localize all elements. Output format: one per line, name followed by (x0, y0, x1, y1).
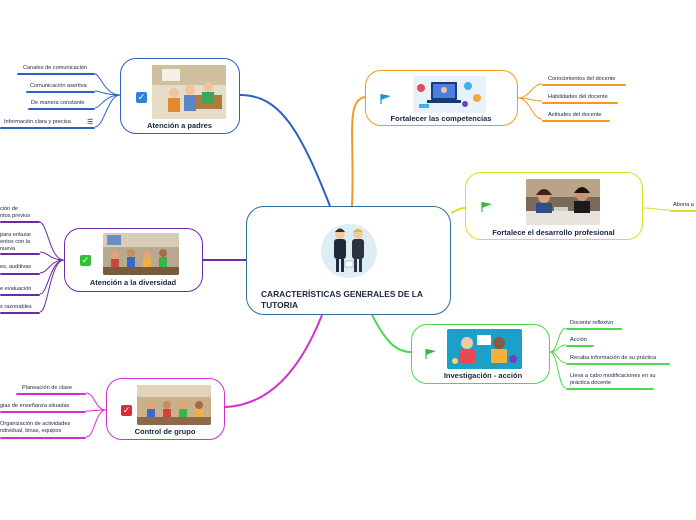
branch-control-grupo[interactable]: ✓ Control de grupo (106, 378, 225, 440)
leaf-planeacion-clase[interactable]: Planeación de clase (22, 385, 73, 391)
leaf-docente-reflexivo[interactable]: Docente reflexivo (570, 320, 614, 326)
leaf-underline (17, 73, 95, 75)
leaf-diversidad-6[interactable]: es, auditivas (0, 264, 32, 270)
branch-desarrollo-profesional[interactable]: Fortalece el desarrollo profesional (465, 172, 643, 240)
flag-icon (380, 94, 391, 104)
branch-atencion-diversidad[interactable]: ✓ Atención a la diversidad (64, 228, 203, 292)
leaf-underline (566, 363, 670, 365)
leaf-diversidad-3[interactable]: para enlazar (0, 232, 32, 238)
leaf-underline (566, 345, 594, 347)
branch-title: Atención a padres (146, 121, 213, 130)
branch-title: Atención a la diversidad (89, 278, 177, 287)
leaf-underline (542, 84, 626, 86)
leaf-underline (28, 108, 95, 110)
leaf-underline (0, 411, 86, 413)
leaf-comunicacion-asertiva[interactable]: Comunicación asertiva (30, 83, 87, 89)
leaf-underline (566, 328, 622, 330)
branch-title: Fortalecer las competencias (390, 114, 492, 123)
leaf-underline (0, 253, 40, 255)
checkbox-icon: ✓ (121, 405, 132, 416)
leaf-underline (16, 393, 86, 395)
flag-icon (425, 349, 436, 359)
connector-grupo (224, 314, 323, 408)
leaf-abona-a[interactable]: Abona a (673, 202, 694, 208)
checkbox-icon: ✓ (136, 92, 147, 103)
central-topic[interactable]: CARACTERÍSTICAS GENERALES DE LA TUTORIA (246, 206, 451, 315)
leaf-underline (0, 273, 40, 275)
leaf-habilidades-docente[interactable]: Habilidades del docente (548, 94, 608, 100)
leaf-individual-binas[interactable]: ndividual, binas, equipos (0, 428, 62, 434)
branch-title: Investigación - acción (443, 371, 523, 380)
leaf-manera-constante[interactable]: De manera constante (31, 100, 85, 106)
leaf-actitudes-docente[interactable]: Actitudes del docente (548, 112, 602, 118)
leaf-canales-comunicacion[interactable]: Canales de comunicación (23, 65, 88, 71)
branch-fortalecer-competencias[interactable]: Fortalecer las competencias (365, 70, 518, 126)
leaf-underline (566, 388, 654, 390)
leaf-diversidad-1[interactable]: ción de (0, 206, 19, 212)
leaf-estrategias-ensenanza[interactable]: gias de enseñanza situadas (0, 403, 70, 409)
leaf-underline (670, 210, 696, 212)
connector-profesional (450, 207, 466, 214)
branch-title: Control de grupo (134, 427, 196, 436)
teachers-meeting-image (526, 179, 600, 225)
leaf-diversidad-4[interactable]: entos con la (0, 239, 31, 245)
leaf-underline (542, 102, 618, 104)
leaf-underline (0, 437, 86, 439)
flag-icon (481, 202, 492, 212)
leaf-diversidad-5[interactable]: nueva (0, 246, 16, 252)
leaf-organizacion-actividades[interactable]: Organización de actividades (0, 421, 71, 427)
branch-title: Fortalece el desarrollo profesional (492, 228, 615, 237)
leaf-underline (542, 120, 610, 122)
leaf-conocimientos-docente[interactable]: Conocimientos del docente (548, 76, 616, 82)
leaf-underline (0, 312, 40, 314)
branch-atencion-padres[interactable]: ✓ Atención a padres (120, 58, 240, 134)
leaf-lleva-modificaciones[interactable]: Lleva a cabo modificaciones en su prácti… (570, 373, 656, 386)
leaf-underline (0, 221, 40, 223)
checkbox-icon: ✓ (80, 255, 91, 266)
teachers-illustration-icon (321, 224, 377, 278)
leaf-accion[interactable]: Acción (570, 337, 587, 343)
parents-meeting-image (152, 65, 226, 119)
research-action-image (447, 329, 522, 369)
menu-lines-icon: ☰ (87, 119, 94, 126)
central-title: CARACTERÍSTICAS GENERALES DE LA TUTORIA (261, 289, 423, 310)
leaf-underline (0, 294, 40, 296)
leaf-recaba-informacion[interactable]: Recaba información de su práctica (570, 355, 657, 361)
online-learning-image (413, 76, 486, 113)
leaf-informacion-clara[interactable]: Información clara y precisa (4, 119, 71, 125)
classroom-group-image (137, 385, 211, 425)
branch-investigacion-accion[interactable]: Investigación - acción (411, 324, 550, 384)
connector-investigacion (371, 314, 412, 353)
connector-competencias (351, 96, 366, 207)
leaf-diversidad-7[interactable]: e evaluación (0, 286, 32, 292)
leaf-underline (26, 91, 95, 93)
leaf-diversidad-8[interactable]: s razonables (0, 304, 32, 310)
classroom-diversity-image (103, 233, 179, 275)
connector-padres (239, 94, 331, 207)
leaf-underline (0, 127, 95, 129)
leaf-diversidad-2[interactable]: ntos previos (0, 213, 31, 219)
